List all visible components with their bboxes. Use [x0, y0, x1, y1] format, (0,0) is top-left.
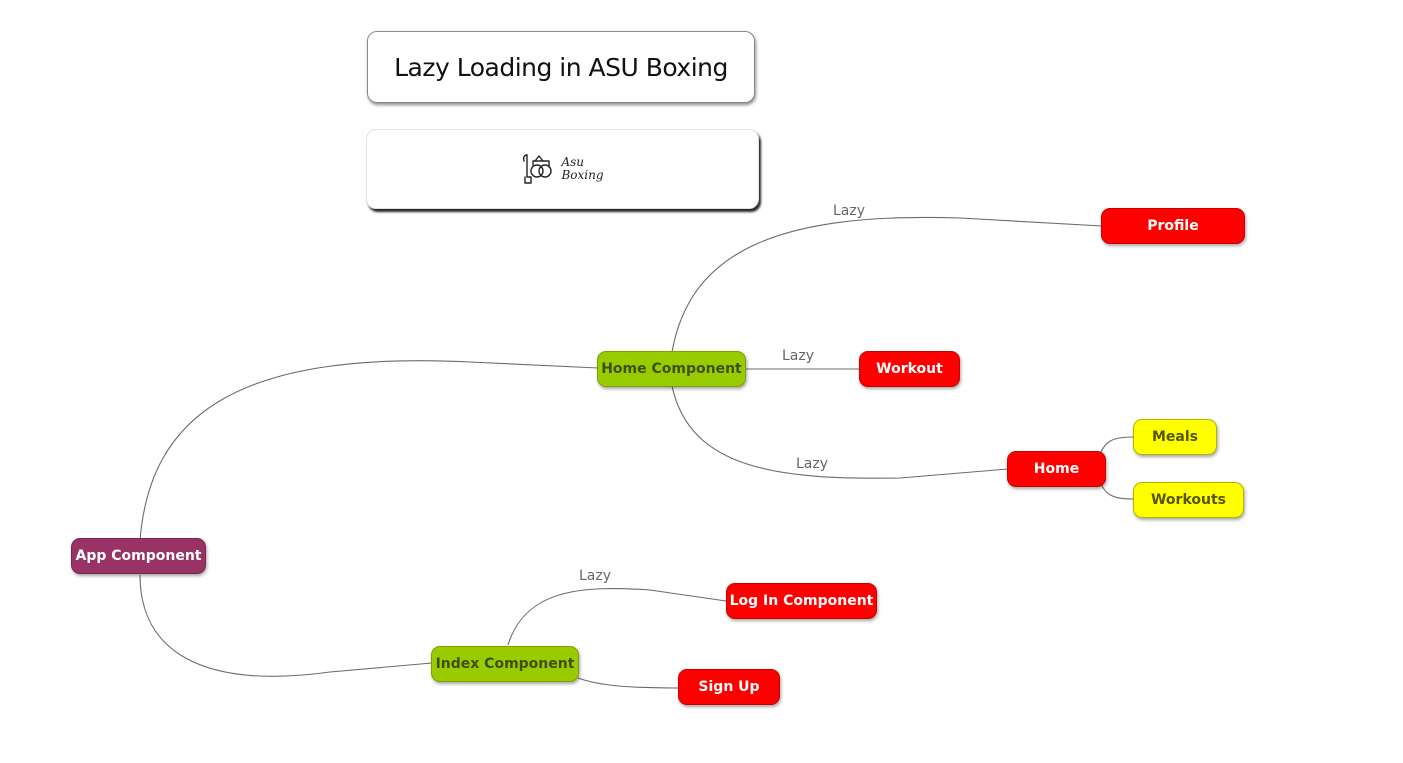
page-title: Lazy Loading in ASU Boxing [394, 52, 728, 82]
edge-home-meals [1099, 436, 1134, 456]
edge-label-profile: Lazy [833, 203, 866, 219]
edge-label-home: Lazy [796, 456, 829, 472]
edge-app-home-component [139, 360, 599, 541]
node-workout[interactable]: Workout [859, 351, 960, 387]
node-login-component[interactable]: Log In Component [726, 583, 877, 619]
node-profile[interactable]: Profile [1101, 208, 1245, 244]
logo-wordmark: Asu Boxing [561, 156, 603, 182]
node-index-component[interactable]: Index Component [431, 646, 579, 682]
title-card[interactable]: Lazy Loading in ASU Boxing [367, 31, 755, 103]
edge-home-profile [671, 216, 1103, 353]
edge-home-workouts [1099, 480, 1134, 500]
node-home[interactable]: Home [1007, 451, 1106, 487]
node-meals[interactable]: Meals [1133, 419, 1217, 455]
node-sign-up[interactable]: Sign Up [678, 669, 780, 705]
edge-index-signup [577, 677, 681, 689]
asu-boxing-logo: Asu Boxing [521, 151, 604, 187]
edge-app-index-component [139, 574, 433, 677]
logo-line-2: Boxing [561, 168, 604, 182]
logo-card[interactable]: Asu Boxing [366, 129, 759, 209]
edge-home-home [671, 385, 1009, 479]
node-home-component[interactable]: Home Component [597, 351, 746, 387]
edge-label-login: Lazy [579, 568, 612, 584]
boxing-gloves-icon [523, 154, 553, 184]
edge-index-login [507, 588, 727, 646]
node-app-component[interactable]: App Component [71, 538, 206, 574]
node-workouts[interactable]: Workouts [1133, 482, 1244, 518]
logo-line-1: Asu [561, 155, 585, 169]
edge-label-workout: Lazy [782, 348, 815, 364]
